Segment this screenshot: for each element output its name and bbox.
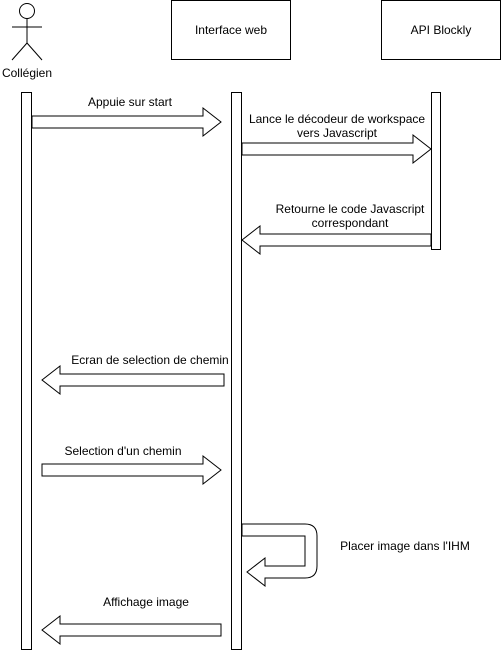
- activation-bar-student: [21, 92, 32, 650]
- message-arrow-m2: [241, 133, 432, 165]
- message-label-m4: Ecran de selection de chemin: [71, 353, 229, 367]
- message-label-m1: Appuie sur start: [87, 95, 173, 109]
- message-arrow-m7: [41, 614, 222, 646]
- actor-label-student: Collégien: [1, 66, 53, 80]
- message-arrow-m1: [31, 106, 222, 138]
- message-label-m3-line1: Retourne le code Javascript: [275, 202, 425, 216]
- message-label-m7: Affichage image: [103, 595, 189, 609]
- message-label-m5: Selection d'un chemin: [64, 444, 182, 458]
- actor-box-blockly-api: API Blockly: [381, 0, 501, 60]
- message-arrow-m4: [41, 364, 225, 396]
- message-arrow-m5: [41, 454, 222, 486]
- message-arrow-m3: [241, 224, 432, 256]
- activation-bar-web-interface: [231, 92, 242, 650]
- actor-box-web-interface: Interface web: [171, 0, 291, 60]
- message-arrow-m6: [241, 523, 318, 588]
- activation-bar-blockly-api: [431, 92, 441, 250]
- actor-label-web-interface: Interface web: [194, 23, 268, 37]
- actor-label-blockly-api: API Blockly: [410, 23, 472, 37]
- message-label-m2-line2: vers Javascript: [296, 126, 378, 140]
- message-label-m6: Placer image dans l'IHM: [340, 539, 470, 553]
- stick-figure-icon: [11, 3, 43, 61]
- message-label-m3-line2: correspondant: [311, 216, 389, 230]
- message-label-m2-line1: Lance le décodeur de workspace: [248, 112, 426, 126]
